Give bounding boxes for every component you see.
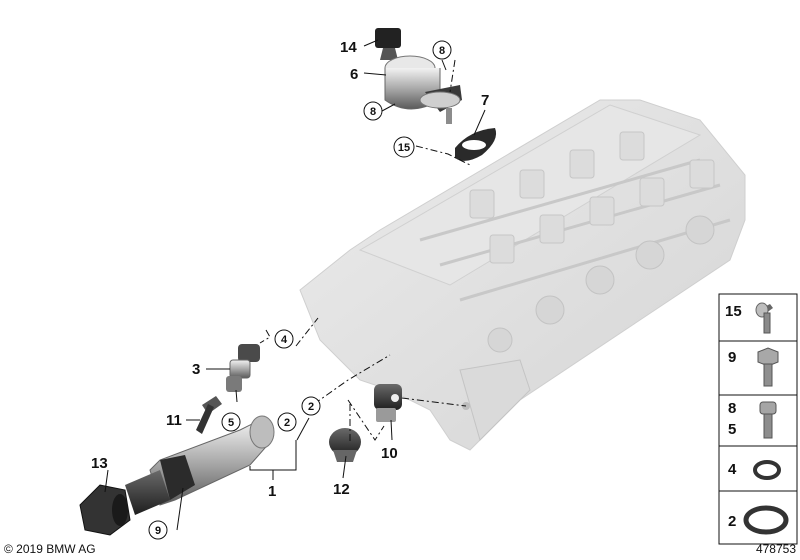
callout-8-top: 8 bbox=[432, 40, 452, 60]
svg-text:4: 4 bbox=[281, 334, 288, 346]
callout-13: 13 bbox=[91, 455, 108, 472]
svg-text:2: 2 bbox=[308, 401, 314, 413]
svg-text:2: 2 bbox=[284, 417, 290, 429]
callout-11: 11 bbox=[166, 412, 182, 429]
copyright-text: © 2019 BMW AG bbox=[4, 542, 96, 556]
pressure-sensor-part bbox=[374, 384, 402, 422]
svg-text:15: 15 bbox=[725, 303, 742, 320]
vanos-solenoid-part bbox=[375, 28, 462, 124]
svg-text:4: 4 bbox=[728, 461, 737, 478]
sensor-part bbox=[226, 344, 260, 392]
leader-lines bbox=[104, 39, 486, 531]
callout-15: 15 bbox=[393, 136, 415, 158]
svg-text:8: 8 bbox=[728, 400, 736, 417]
svg-text:5: 5 bbox=[728, 421, 736, 438]
sleeve-part bbox=[79, 484, 131, 536]
legend-row-8-5: 8 5 bbox=[728, 400, 777, 439]
callout-7: 7 bbox=[481, 92, 489, 109]
pin-part bbox=[196, 396, 222, 434]
legend-row-4: 4 bbox=[728, 460, 781, 480]
legend-row-2: 2 bbox=[728, 505, 789, 535]
central-valve-part bbox=[125, 415, 275, 515]
svg-text:8: 8 bbox=[370, 106, 376, 118]
callout-2-left: 2 bbox=[277, 412, 297, 432]
svg-text:9: 9 bbox=[155, 525, 161, 537]
plug-part bbox=[329, 428, 361, 462]
svg-text:15: 15 bbox=[398, 142, 410, 154]
callout-10: 10 bbox=[381, 445, 398, 462]
callout-12: 12 bbox=[333, 481, 350, 498]
callout-9: 9 bbox=[148, 520, 168, 540]
callout-8-left: 8 bbox=[363, 101, 383, 121]
svg-text:2: 2 bbox=[728, 513, 736, 530]
callout-labels: 14 6 7 3 11 13 1 12 10 bbox=[91, 39, 489, 500]
cylinder-head-illustration bbox=[299, 99, 746, 451]
legend-row-9: 9 bbox=[728, 347, 779, 387]
svg-text:9: 9 bbox=[728, 349, 736, 366]
callout-4: 4 bbox=[274, 329, 294, 349]
hardware-legend: 15 9 8 5 4 2 bbox=[718, 293, 798, 545]
dash-dot-lines bbox=[259, 59, 471, 442]
circled-callouts: 8 8 15 4 5 2 2 9 bbox=[148, 40, 452, 540]
callout-2-right: 2 bbox=[301, 396, 321, 416]
callout-6: 6 bbox=[350, 66, 358, 83]
callout-14: 14 bbox=[340, 39, 357, 56]
svg-text:8: 8 bbox=[439, 45, 445, 57]
legend-row-15: 15 bbox=[725, 302, 773, 334]
callout-1: 1 bbox=[268, 483, 276, 500]
diagram-number: 478753 bbox=[756, 542, 796, 556]
gasket-part bbox=[455, 128, 497, 161]
svg-text:5: 5 bbox=[228, 417, 234, 429]
callout-3: 3 bbox=[192, 361, 200, 378]
callout-5: 5 bbox=[221, 412, 241, 432]
